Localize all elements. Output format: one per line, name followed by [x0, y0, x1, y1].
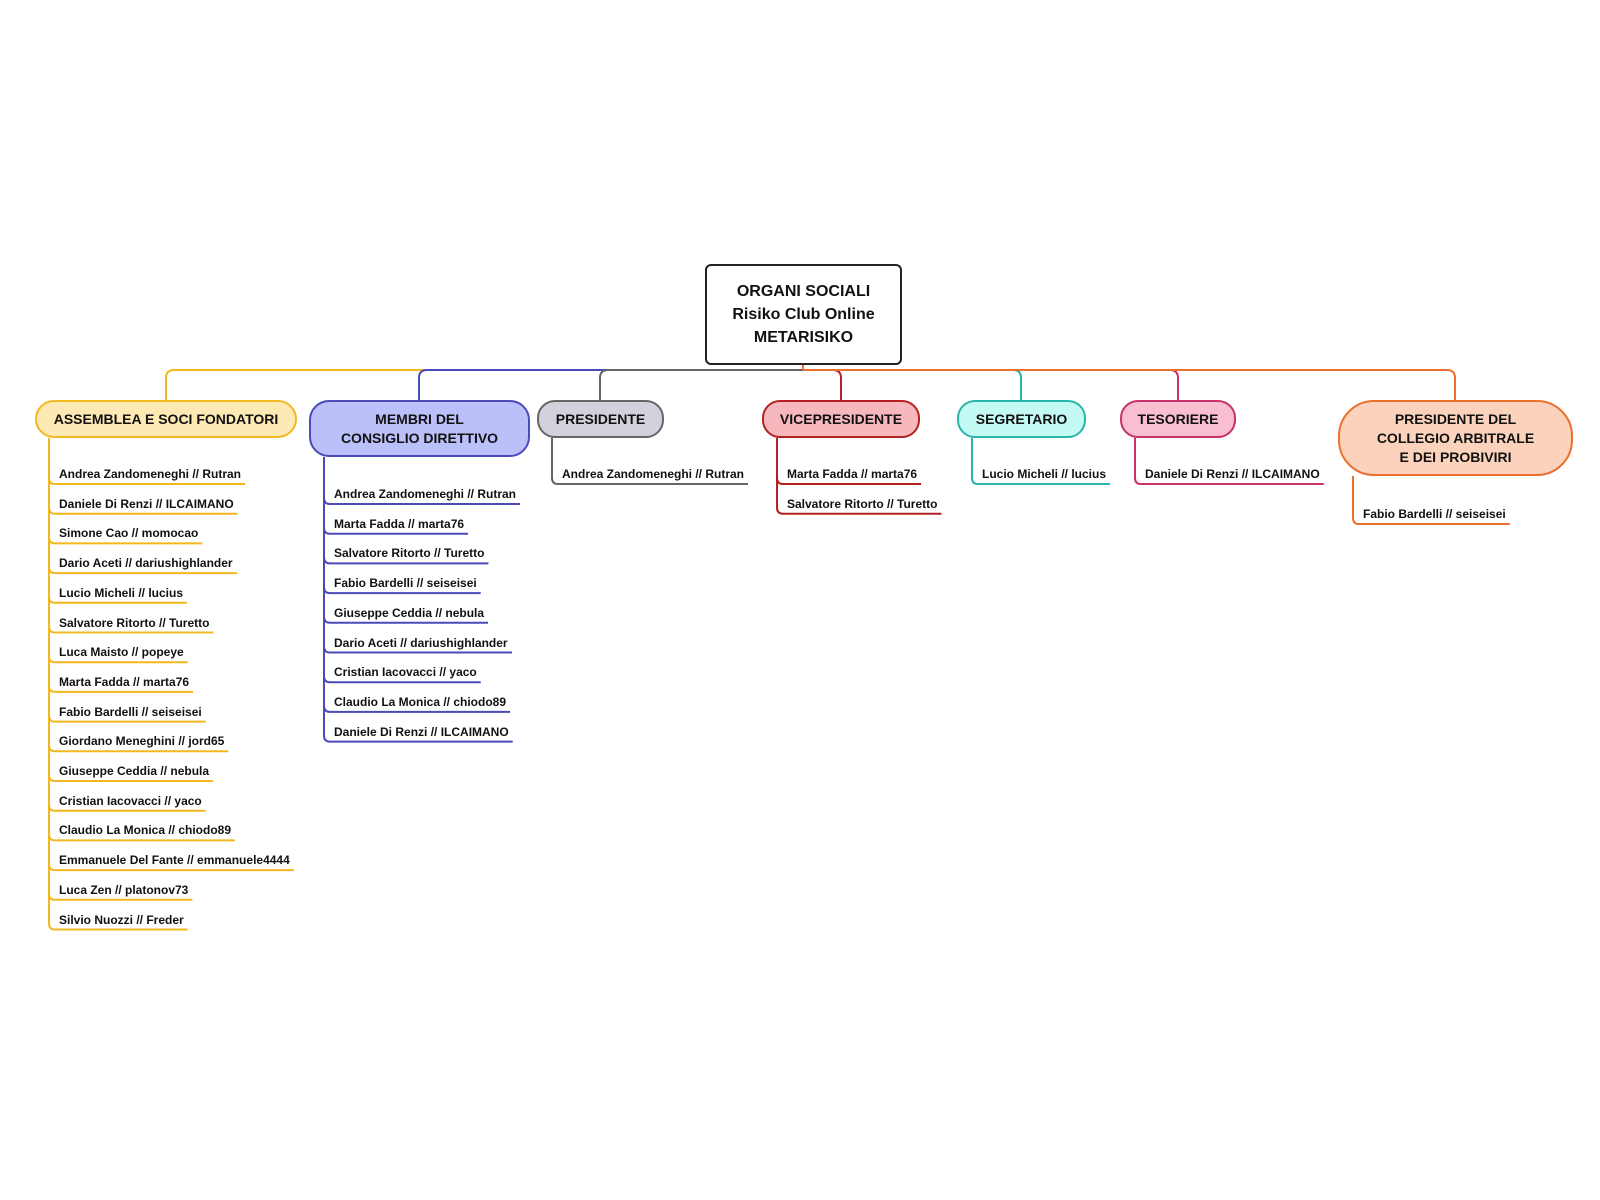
branch-consiglio-label-line: CONSIGLIO DIRETTIVO — [340, 429, 499, 446]
root-title-line-3: METARISIKO — [753, 329, 854, 346]
member-item[interactable]: Dario Aceti // dariushighlander — [59, 556, 233, 571]
member-item[interactable]: Salvatore Ritorto // Turetto — [334, 546, 485, 561]
branch-segretario[interactable]: SEGRETARIO — [957, 400, 1086, 438]
connector-presidente — [599, 369, 803, 400]
member-item[interactable]: Giuseppe Ceddia // nebula — [59, 764, 210, 778]
member-item[interactable]: Simone Cao // momocao — [59, 526, 199, 541]
leaf-underline — [48, 864, 294, 872]
leaf-underline — [48, 745, 229, 753]
branch-tesoriere-label-line: TESORIERE — [1137, 410, 1219, 427]
leaf-underline — [48, 656, 188, 664]
leaf-underline — [48, 774, 214, 782]
leaf-underline — [48, 685, 194, 693]
leaf-underline — [323, 557, 489, 565]
member-item[interactable]: Fabio Bardelli // seiseisei — [334, 576, 477, 591]
member-item[interactable]: Emmanuele Del Fante // emmanuele4444 — [59, 853, 290, 868]
member-item[interactable]: Fabio Bardelli // seiseisei — [1363, 507, 1506, 521]
leaf-underline — [48, 537, 203, 545]
connector-presidente-spine — [551, 438, 559, 485]
member-item[interactable]: Silvio Nuozzi // Freder — [59, 912, 184, 927]
connector-assemblea — [165, 369, 803, 400]
branch-collegio[interactable]: PRESIDENTE DEL COLLEGIO ARBITRALE E DEI PR… — [1338, 400, 1573, 476]
member-item[interactable]: Marta Fadda // marta76 — [334, 516, 465, 531]
branch-vicepresidente[interactable]: VICEPRESIDENTE — [762, 400, 920, 438]
leaf-underline — [323, 587, 481, 595]
branch-consiglio-label-line: MEMBRI DEL — [375, 410, 464, 427]
connector-tesoriere-spine — [1134, 438, 1142, 485]
leaf-underline — [323, 705, 511, 713]
member-item[interactable]: Giuseppe Ceddia // nebula — [334, 605, 485, 620]
member-item[interactable]: Cristian Iacovacci // yaco — [59, 793, 202, 808]
member-item[interactable]: Dario Aceti // dariushighlander — [334, 635, 508, 650]
leaf-underline — [323, 646, 513, 654]
member-item[interactable]: Andrea Zandomeneghi // Rutran — [59, 467, 242, 481]
leaf-underline — [48, 596, 188, 604]
branch-vicepresidente-label-line: VICEPRESIDENTE — [779, 410, 903, 427]
branch-collegio-label-line: PRESIDENTE DEL — [1394, 410, 1517, 427]
member-item[interactable]: Fabio Bardelli // seiseisei — [59, 704, 202, 719]
branch-presidente-label-line: PRESIDENTE — [555, 410, 646, 427]
member-item[interactable]: Andrea Zandomeneghi // Rutran — [334, 487, 517, 501]
leaf-underline — [323, 676, 481, 684]
branch-segretario-label-line: SEGRETARIO — [975, 410, 1068, 427]
member-item[interactable]: Andrea Zandomeneghi // Rutran — [562, 467, 745, 481]
branch-collegio-label-line: COLLEGIO ARBITRALE — [1376, 429, 1535, 446]
connector-vicepresidente-spine — [776, 438, 784, 515]
leaf-underline — [48, 567, 238, 575]
leaf-underline — [48, 804, 206, 812]
member-item[interactable]: Salvatore Ritorto // Turetto — [787, 496, 938, 511]
connector-tesoriere — [803, 369, 1179, 400]
leaf-underline — [323, 527, 469, 535]
leaf-underline — [323, 616, 489, 624]
member-item[interactable]: Daniele Di Renzi // ILCAIMANO — [59, 496, 234, 511]
leaf-underline — [48, 834, 236, 842]
leaf-underline — [48, 477, 246, 485]
connector-vicepresidente — [803, 369, 842, 400]
leaf-underline — [48, 626, 214, 634]
connector-segretario-spine — [971, 438, 979, 485]
branch-tesoriere[interactable]: TESORIERE — [1120, 400, 1236, 438]
branch-presidente[interactable]: PRESIDENTE — [537, 400, 664, 438]
connector-consiglio — [418, 369, 803, 400]
member-item[interactable]: Claudio La Monica // chiodo89 — [334, 694, 507, 709]
connector-collegio — [803, 369, 1456, 400]
member-item[interactable]: Daniele Di Renzi // ILCAIMANO — [334, 724, 509, 739]
member-item[interactable]: Giordano Meneghini // jord65 — [59, 734, 225, 749]
branch-collegio-label-line: E DEI PROBIVIRI — [1399, 448, 1512, 465]
root-title-line-1: ORGANI SOCIALI — [736, 283, 871, 300]
member-item[interactable]: Marta Fadda // marta76 — [59, 674, 190, 689]
root-node[interactable]: ORGANI SOCIALI Risiko Club Online METARI… — [705, 264, 902, 365]
member-item[interactable]: Marta Fadda // marta76 — [787, 467, 918, 481]
leaf-underline — [323, 497, 521, 505]
branch-assemblea[interactable]: ASSEMBLEA E SOCI FONDATORI — [35, 400, 297, 438]
member-item[interactable]: Luca Zen // platonov73 — [59, 882, 189, 897]
root-title-line-2: Risiko Club Online — [732, 306, 875, 323]
leaf-underline — [48, 507, 238, 515]
connector-assemblea-spine — [48, 438, 56, 931]
member-item[interactable]: Cristian Iacovacci // yaco — [334, 665, 477, 680]
member-item[interactable]: Lucio Micheli // lucius — [982, 467, 1107, 481]
member-item[interactable]: Luca Maisto // popeye — [59, 645, 184, 660]
connector-consiglio-spine — [323, 457, 331, 743]
member-item[interactable]: Lucio Micheli // lucius — [59, 585, 184, 600]
member-item[interactable]: Claudio La Monica // chiodo89 — [59, 823, 232, 838]
connector-segretario — [803, 369, 1022, 400]
leaf-underline — [48, 715, 206, 723]
leaf-underline — [776, 477, 922, 485]
member-item[interactable]: Daniele Di Renzi // ILCAIMANO — [1145, 467, 1320, 481]
connector-collegio-spine — [1352, 476, 1360, 525]
member-item[interactable]: Salvatore Ritorto // Turetto — [59, 615, 210, 630]
branch-consiglio[interactable]: MEMBRI DEL CONSIGLIO DIRETTIVO — [309, 400, 530, 457]
leaf-underline — [48, 893, 193, 901]
branch-assemblea-label-line: ASSEMBLEA E SOCI FONDATORI — [53, 410, 279, 427]
